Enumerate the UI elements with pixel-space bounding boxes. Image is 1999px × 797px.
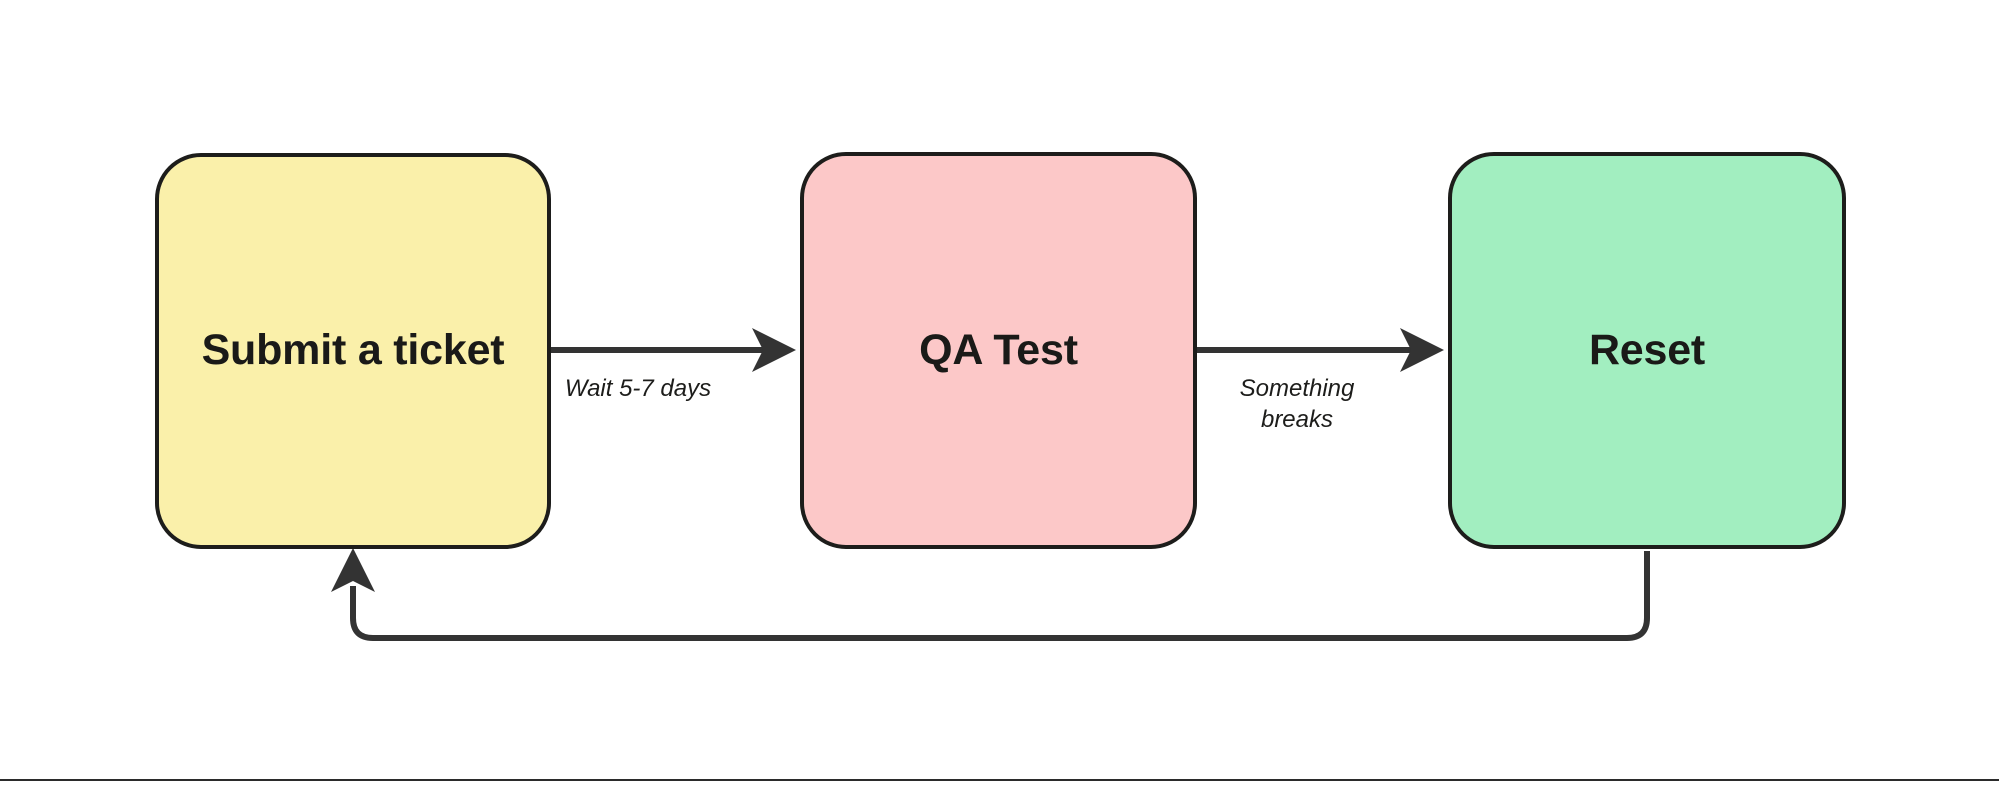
node-reset[interactable]: Reset <box>1448 152 1846 549</box>
node-label-reset: Reset <box>1588 325 1706 374</box>
edge-label-wait-5-7-days: Wait 5-7 days <box>564 375 712 402</box>
edge-line-reset-submit <box>350 551 1650 641</box>
node-submit-a-ticket[interactable]: Submit a ticket <box>155 153 551 549</box>
edge-arrowhead-qa-reset <box>1400 328 1444 372</box>
edge-label-something-breaks: Something breaks <box>1239 375 1355 433</box>
node-qa-test[interactable]: QA Test <box>800 152 1197 549</box>
bottom-divider <box>0 779 1999 781</box>
edge-arrowhead-reset-submit <box>331 548 375 592</box>
edge-arrowhead-submit-qa <box>752 328 796 372</box>
node-label-submit-a-ticket: Submit a ticket <box>201 326 505 375</box>
node-label-qa-test: QA Test <box>919 325 1078 374</box>
